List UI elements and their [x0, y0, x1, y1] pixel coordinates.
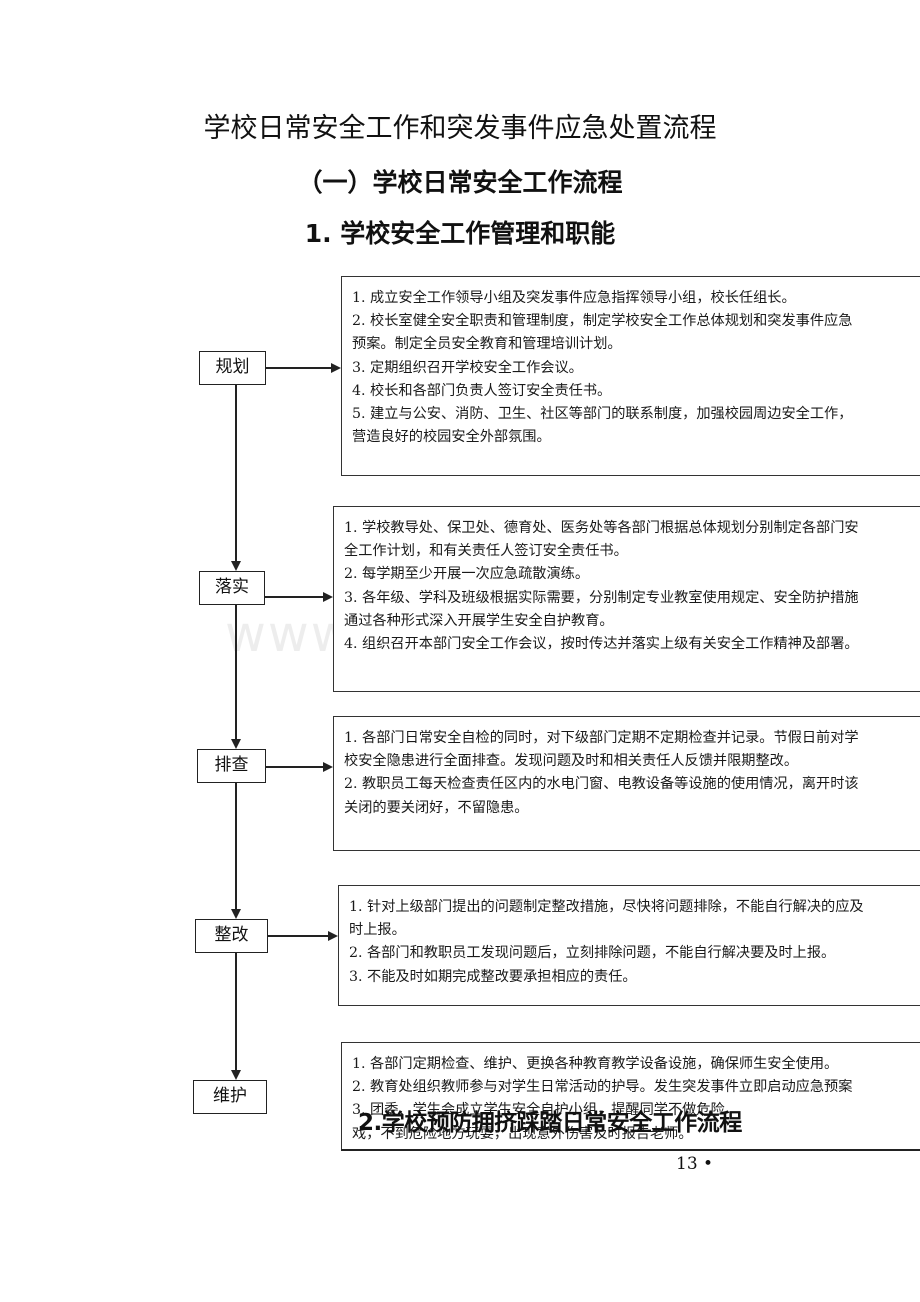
arrow-right-icon	[331, 363, 341, 373]
arrow-right-icon	[323, 592, 333, 602]
arrow-right-icon	[328, 931, 338, 941]
list-item: 2. 教职员工每天检查责任区内的水电门窗、电教设备等设施的使用情况，离开时该	[344, 776, 859, 793]
flow-box-maintenance: 1. 各部门定期检查、维护、更换各种教育教学设备设施，确保师生安全使用。 2. …	[341, 1042, 920, 1150]
flow-box-implementation: 1. 学校教导处、保卫处、德育处、医务处等各部门根据总体规划分别制定各部门安 全…	[333, 506, 920, 692]
list-item: 3. 不能及时如期完成整改要承担相应的责任。	[349, 968, 637, 985]
list-item: 4. 校长和各部门负责人签订安全责任书。	[352, 382, 612, 399]
list-item: 3. 定期组织召开学校安全工作会议。	[352, 359, 583, 376]
list-item: 5. 建立与公安、消防、卫生、社区等部门的联系制度，加强校园周边安全工作，	[352, 406, 853, 423]
flow-step-maintenance: 维护	[193, 1080, 267, 1114]
arrow-right-icon	[323, 762, 333, 772]
connector-line	[268, 935, 329, 937]
list-item: 营造良好的校园安全外部氛围。	[352, 429, 551, 446]
arrow-down-icon	[231, 1070, 241, 1080]
list-item: 全工作计划，和有关责任人签订安全责任书。	[344, 543, 628, 560]
connector-line	[265, 596, 324, 598]
flow-box-rectification: 1. 针对上级部门提出的问题制定整改措施，尽快将问题排除，不能自行解决的应及 时…	[338, 885, 920, 1006]
list-item: 2. 各部门和教职员工发现问题后，立刻排除问题，不能自行解决要及时上报。	[349, 945, 836, 962]
arrow-down-icon	[231, 561, 241, 571]
connector-line	[235, 953, 237, 1070]
list-item: 预案。制定全员安全教育和管理培训计划。	[352, 336, 622, 353]
flow-step-planning: 规划	[199, 351, 266, 385]
flow-step-inspection: 排查	[197, 749, 266, 783]
flow-step-rectification: 整改	[195, 919, 268, 953]
list-item: 校安全隐患进行全面排查。发现问题及时和相关责任人反馈并限期整改。	[344, 753, 799, 770]
page-number: 13 •	[676, 1154, 714, 1174]
list-item: 时上报。	[349, 922, 406, 939]
connector-line	[266, 766, 324, 768]
arrow-down-icon	[231, 909, 241, 919]
connector-line	[235, 385, 237, 561]
list-item: 2. 每学期至少开展一次应急疏散演练。	[344, 566, 590, 583]
list-item: 2. 校长室健全安全职责和管理制度，制定学校安全工作总体规划和突发事件应急	[352, 313, 853, 330]
flow-step-implementation: 落实	[199, 571, 265, 605]
flow-box-planning: 1. 成立安全工作领导小组及突发事件应急指挥领导小组，校长任组长。 2. 校长室…	[341, 276, 920, 476]
connector-line	[235, 605, 237, 739]
list-item: 1. 成立安全工作领导小组及突发事件应急指挥领导小组，校长任组长。	[352, 290, 796, 306]
overlay-heading: 2.学校预防拥挤踩踏日常安全工作流程	[358, 1110, 742, 1136]
list-item: 1. 学校教导处、保卫处、德育处、医务处等各部门根据总体规划分别制定各部门安	[344, 520, 859, 536]
list-item: 1. 各部门定期检查、维护、更换各种教育教学设备设施，确保师生安全使用。	[352, 1056, 839, 1072]
list-item: 3. 团委、学生会成立学生安全自护小组，提醒同学不做危险	[352, 1102, 725, 1119]
list-item: 关闭的要关闭好，不留隐患。	[344, 799, 529, 816]
connector-line	[235, 783, 237, 909]
list-item: 1. 各部门日常安全自检的同时，对下级部门定期不定期检查并记录。节假日前对学	[344, 730, 859, 746]
list-item: 1. 针对上级部门提出的问题制定整改措施，尽快将问题排除，不能自行解决的应及	[349, 899, 864, 915]
list-item: 2. 教育处组织教师参与对学生日常活动的护导。发生突发事件立即启动应急预案	[352, 1079, 853, 1096]
list-item: 4. 组织召开本部门安全工作会议，按时传达并落实上级有关安全工作精神及部署。	[344, 636, 859, 653]
subsection-heading: 1. 学校安全工作管理和职能	[304, 219, 616, 248]
list-item: 3. 各年级、学科及班级根据实际需要，分别制定专业教室使用规定、安全防护措施	[344, 589, 859, 606]
divider	[341, 1149, 920, 1151]
list-item: 通过各种形式深入开展学生安全自护教育。	[344, 612, 614, 629]
connector-line	[266, 367, 332, 369]
document-title: 学校日常安全工作和突发事件应急处置流程	[203, 113, 717, 144]
list-item: 戏，不到危险地方玩耍，出现意外伤害及时报告老师。	[352, 1125, 693, 1142]
flow-box-inspection: 1. 各部门日常安全自检的同时，对下级部门定期不定期检查并记录。节假日前对学 校…	[333, 716, 920, 851]
arrow-down-icon	[231, 739, 241, 749]
section-heading: （一）学校日常安全工作流程	[297, 168, 623, 197]
